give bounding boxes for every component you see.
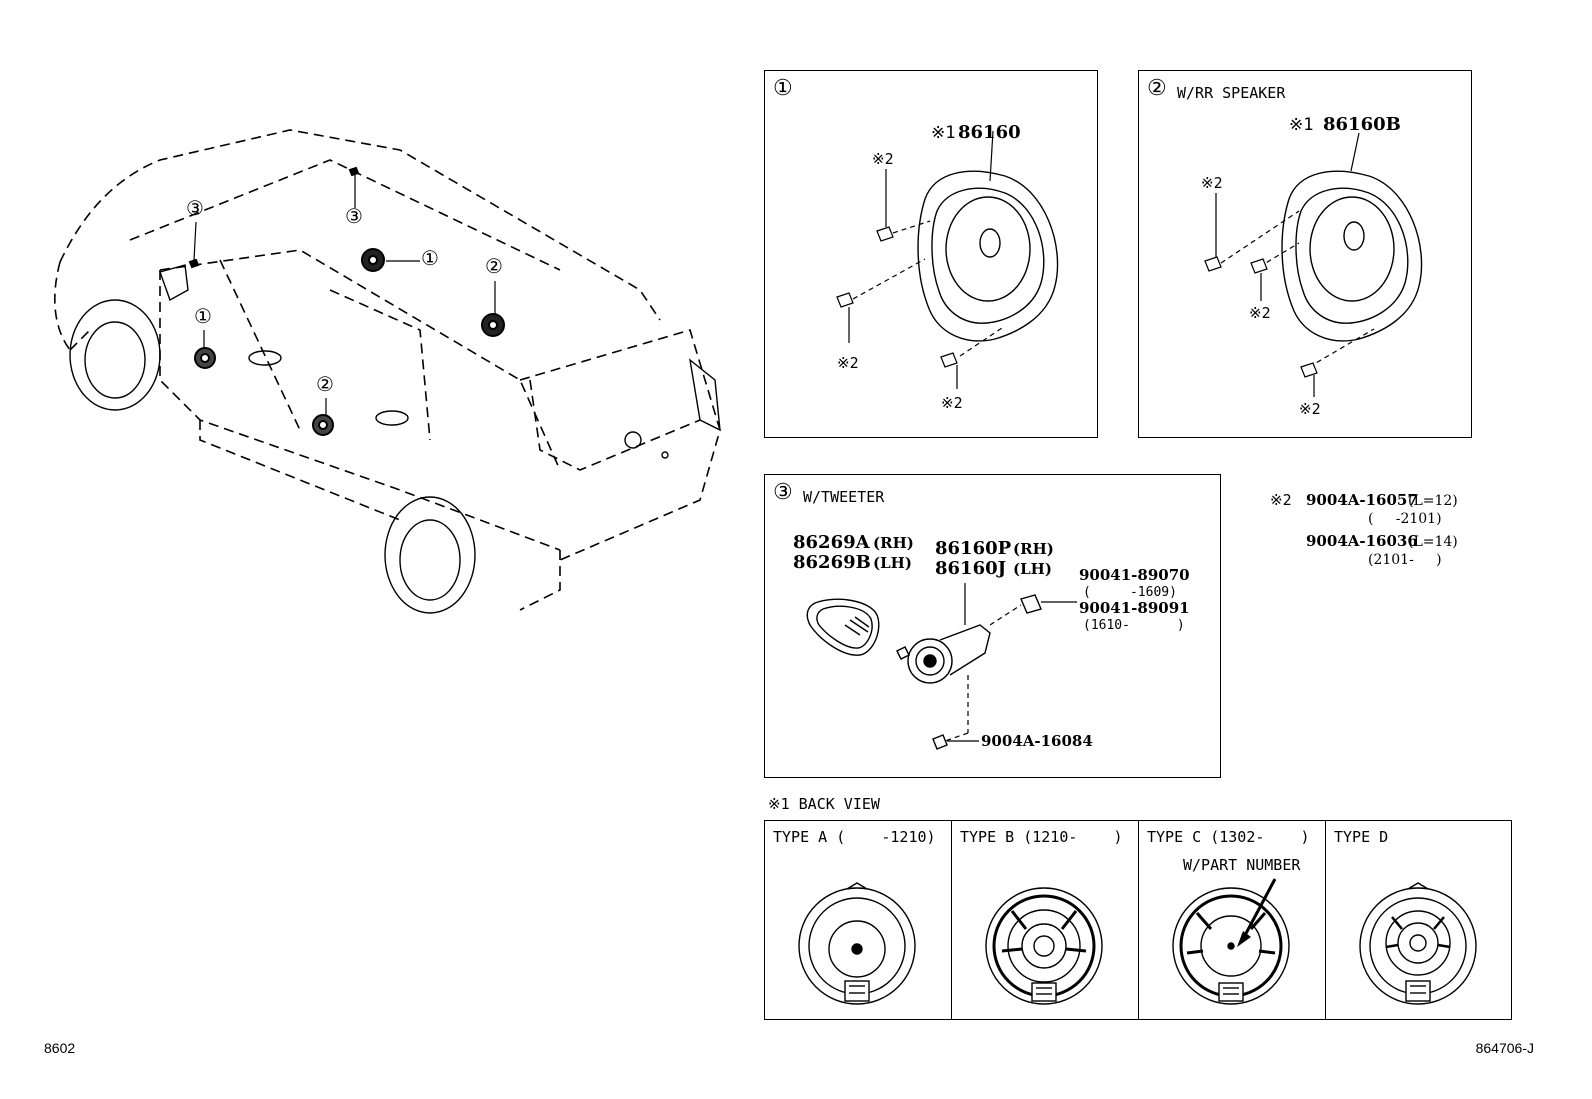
clip-a-range: ( -1609) — [1083, 585, 1177, 600]
panel-2-screw-1: ※2 — [1201, 174, 1223, 192]
callout-2-door: ② — [316, 372, 334, 396]
note-line1-length: (L=12) — [1408, 493, 1458, 509]
type-c-cell: TYPE C (1302- ) W/PART NUMBER — [1139, 821, 1326, 1019]
panel-2-screw-3: ※2 — [1299, 400, 1321, 418]
tweeter-cover-rh-number: 86269A — [793, 532, 870, 553]
note-line2-length: (L=14) — [1408, 534, 1458, 550]
footer-page-code: 8602 — [44, 1040, 76, 1056]
type-d-cell: TYPE D — [1326, 821, 1513, 1019]
tweeter-cover-rh-side: (RH) — [873, 534, 914, 552]
callout-1-door: ① — [194, 304, 212, 328]
type-a-speaker-icon — [798, 882, 916, 1005]
tweeter-lh-number: 86160J — [935, 558, 1007, 579]
note-line2-part: 9004A-16036 — [1306, 532, 1418, 550]
type-d-speaker-icon — [1359, 882, 1477, 1005]
type-b-label: TYPE B (1210- ) — [960, 828, 1123, 846]
panel-1-screw-2: ※2 — [837, 354, 859, 372]
rear-speaker-drawing — [1204, 132, 1423, 397]
panel-1-screw-3: ※2 — [941, 394, 963, 412]
callout-1-roof: ① — [421, 246, 439, 270]
clip-b-number: 90041-89091 — [1079, 599, 1190, 617]
note-mark: ※2 — [1270, 491, 1292, 509]
panel-rear-speaker: ② W/RR SPEAKER ※1 86160B ※2 ※2 ※2 — [1138, 70, 1472, 438]
panel-3-number: ③ — [773, 480, 793, 505]
panel-1-part-number: 86160 — [958, 122, 1021, 143]
panel-tweeter: ③ W/TWEETER 86269A (RH) 86269B (LH) 8616… — [764, 474, 1221, 778]
clip-a-number: 90041-89070 — [1079, 566, 1190, 584]
type-c-note: W/PART NUMBER — [1183, 856, 1301, 874]
back-view-table: TYPE A ( -1210) TYPE B (1210- ) — [764, 820, 1512, 1020]
tweeter-cover-lh-number: 86269B — [793, 552, 871, 573]
front-speaker-drawing — [836, 130, 1059, 389]
type-a-cell: TYPE A ( -1210) — [765, 821, 952, 1019]
back-view-title: ※1 BACK VIEW — [768, 795, 880, 813]
tweeter-rh-side: (RH) — [1013, 540, 1054, 558]
panel-2-part-prefix: ※1 — [1289, 115, 1314, 135]
note-line2-range: (2101- ) — [1368, 552, 1442, 568]
panel-2-title: W/RR SPEAKER — [1177, 84, 1286, 102]
panel-1-number: ① — [773, 76, 793, 101]
panel-2-part-number: 86160B — [1323, 114, 1401, 135]
callout-3-front: ③ — [186, 196, 204, 220]
callout-2-roof: ② — [485, 254, 503, 278]
note-line1-part: 9004A-16057 — [1306, 491, 1418, 509]
type-a-label: TYPE A ( -1210) — [773, 828, 936, 846]
tweeter-cover-lh-side: (LH) — [873, 554, 912, 572]
panel-1-screw-1: ※2 — [872, 150, 894, 168]
footer-illustration-id: 864706-J — [1475, 1040, 1534, 1056]
clip-b-range: (1610- ) — [1083, 618, 1185, 633]
panel-1-part-prefix: ※1 — [931, 123, 956, 143]
type-d-label: TYPE D — [1334, 828, 1389, 846]
panel-3-title: W/TWEETER — [803, 488, 885, 506]
tweeter-drawing — [806, 583, 1077, 750]
type-c-label: TYPE C (1302- ) — [1147, 828, 1310, 846]
type-b-speaker-icon — [985, 887, 1103, 1005]
panel-2-screw-2: ※2 — [1249, 304, 1271, 322]
callout-3-roof: ③ — [345, 204, 363, 228]
type-b-cell: TYPE B (1210- ) — [952, 821, 1139, 1019]
note-line1-range: ( -2101) — [1368, 511, 1442, 527]
tweeter-rh-number: 86160P — [935, 538, 1012, 559]
tweeter-screw-number: 9004A-16084 — [981, 732, 1093, 750]
panel-2-number: ② — [1147, 76, 1167, 101]
type-c-speaker-icon — [1172, 878, 1290, 1005]
panel-front-speaker: ① ※1 86160 ※2 ※2 ※2 — [764, 70, 1098, 438]
tweeter-lh-side: (LH) — [1013, 560, 1052, 578]
